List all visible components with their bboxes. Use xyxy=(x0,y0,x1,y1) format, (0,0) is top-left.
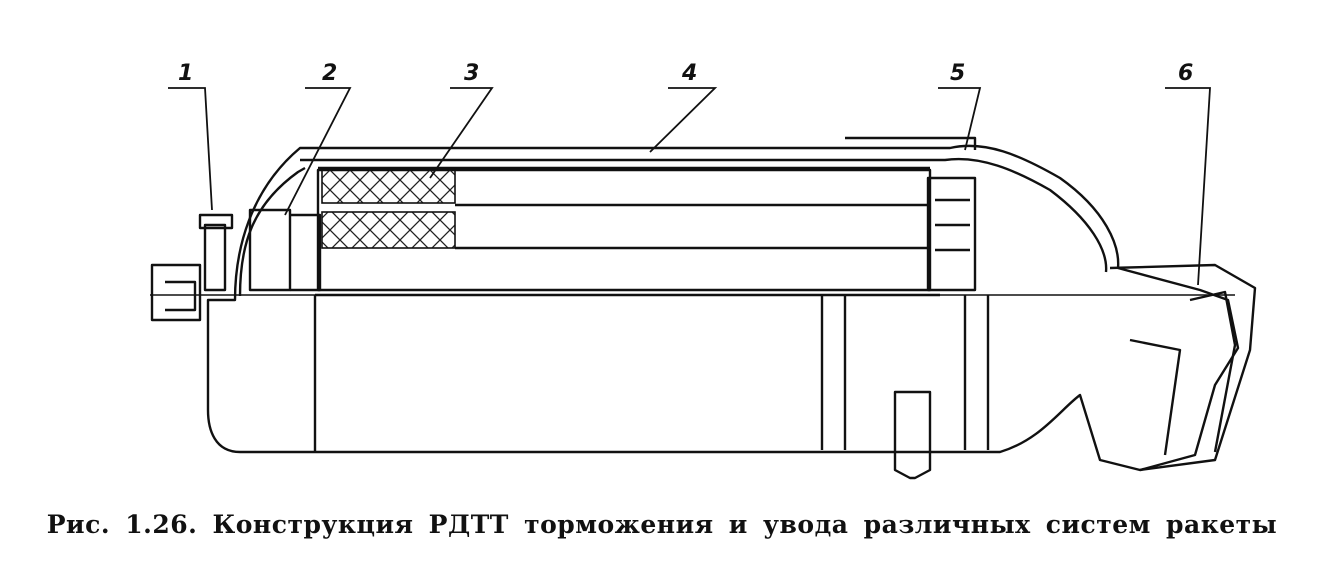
igniter-housing xyxy=(248,208,292,292)
callout-1: 1 xyxy=(178,61,193,86)
callout-5: 5 xyxy=(950,61,965,86)
inner-shell-line xyxy=(300,157,1108,273)
leader-3 xyxy=(429,87,494,179)
forward-dome xyxy=(238,166,306,297)
nozzle-block xyxy=(926,176,977,292)
callout-3: 3 xyxy=(464,61,479,86)
casing-outline xyxy=(206,144,1240,472)
nozzle-slots xyxy=(935,198,970,252)
sleeve xyxy=(820,295,990,450)
nozzle-inner xyxy=(1129,338,1182,456)
grain-hatch-upper xyxy=(321,169,456,204)
bolt-1-head xyxy=(198,213,234,230)
nozzle-flange xyxy=(1189,290,1237,453)
grain-hatch-lower xyxy=(321,211,456,249)
figure-caption: Рис. 1.26. Конструкция РДТТ торможения и… xyxy=(46,510,1278,539)
leader-1 xyxy=(168,87,213,211)
mount-pin xyxy=(893,390,932,480)
leader-6 xyxy=(1165,87,1211,286)
leader-5 xyxy=(938,87,982,151)
aft-flange-top xyxy=(845,136,977,150)
leader-2 xyxy=(284,87,352,216)
bolt-1 xyxy=(203,223,227,292)
igniter-plate xyxy=(290,213,322,292)
leader-4 xyxy=(649,87,718,153)
nozzle-bell xyxy=(1109,263,1257,472)
callout-6: 6 xyxy=(1178,61,1193,86)
callout-4: 4 xyxy=(681,61,697,86)
callout-2: 2 xyxy=(322,61,337,86)
front-fitting-inner xyxy=(165,280,197,312)
front-fitting xyxy=(150,263,202,322)
